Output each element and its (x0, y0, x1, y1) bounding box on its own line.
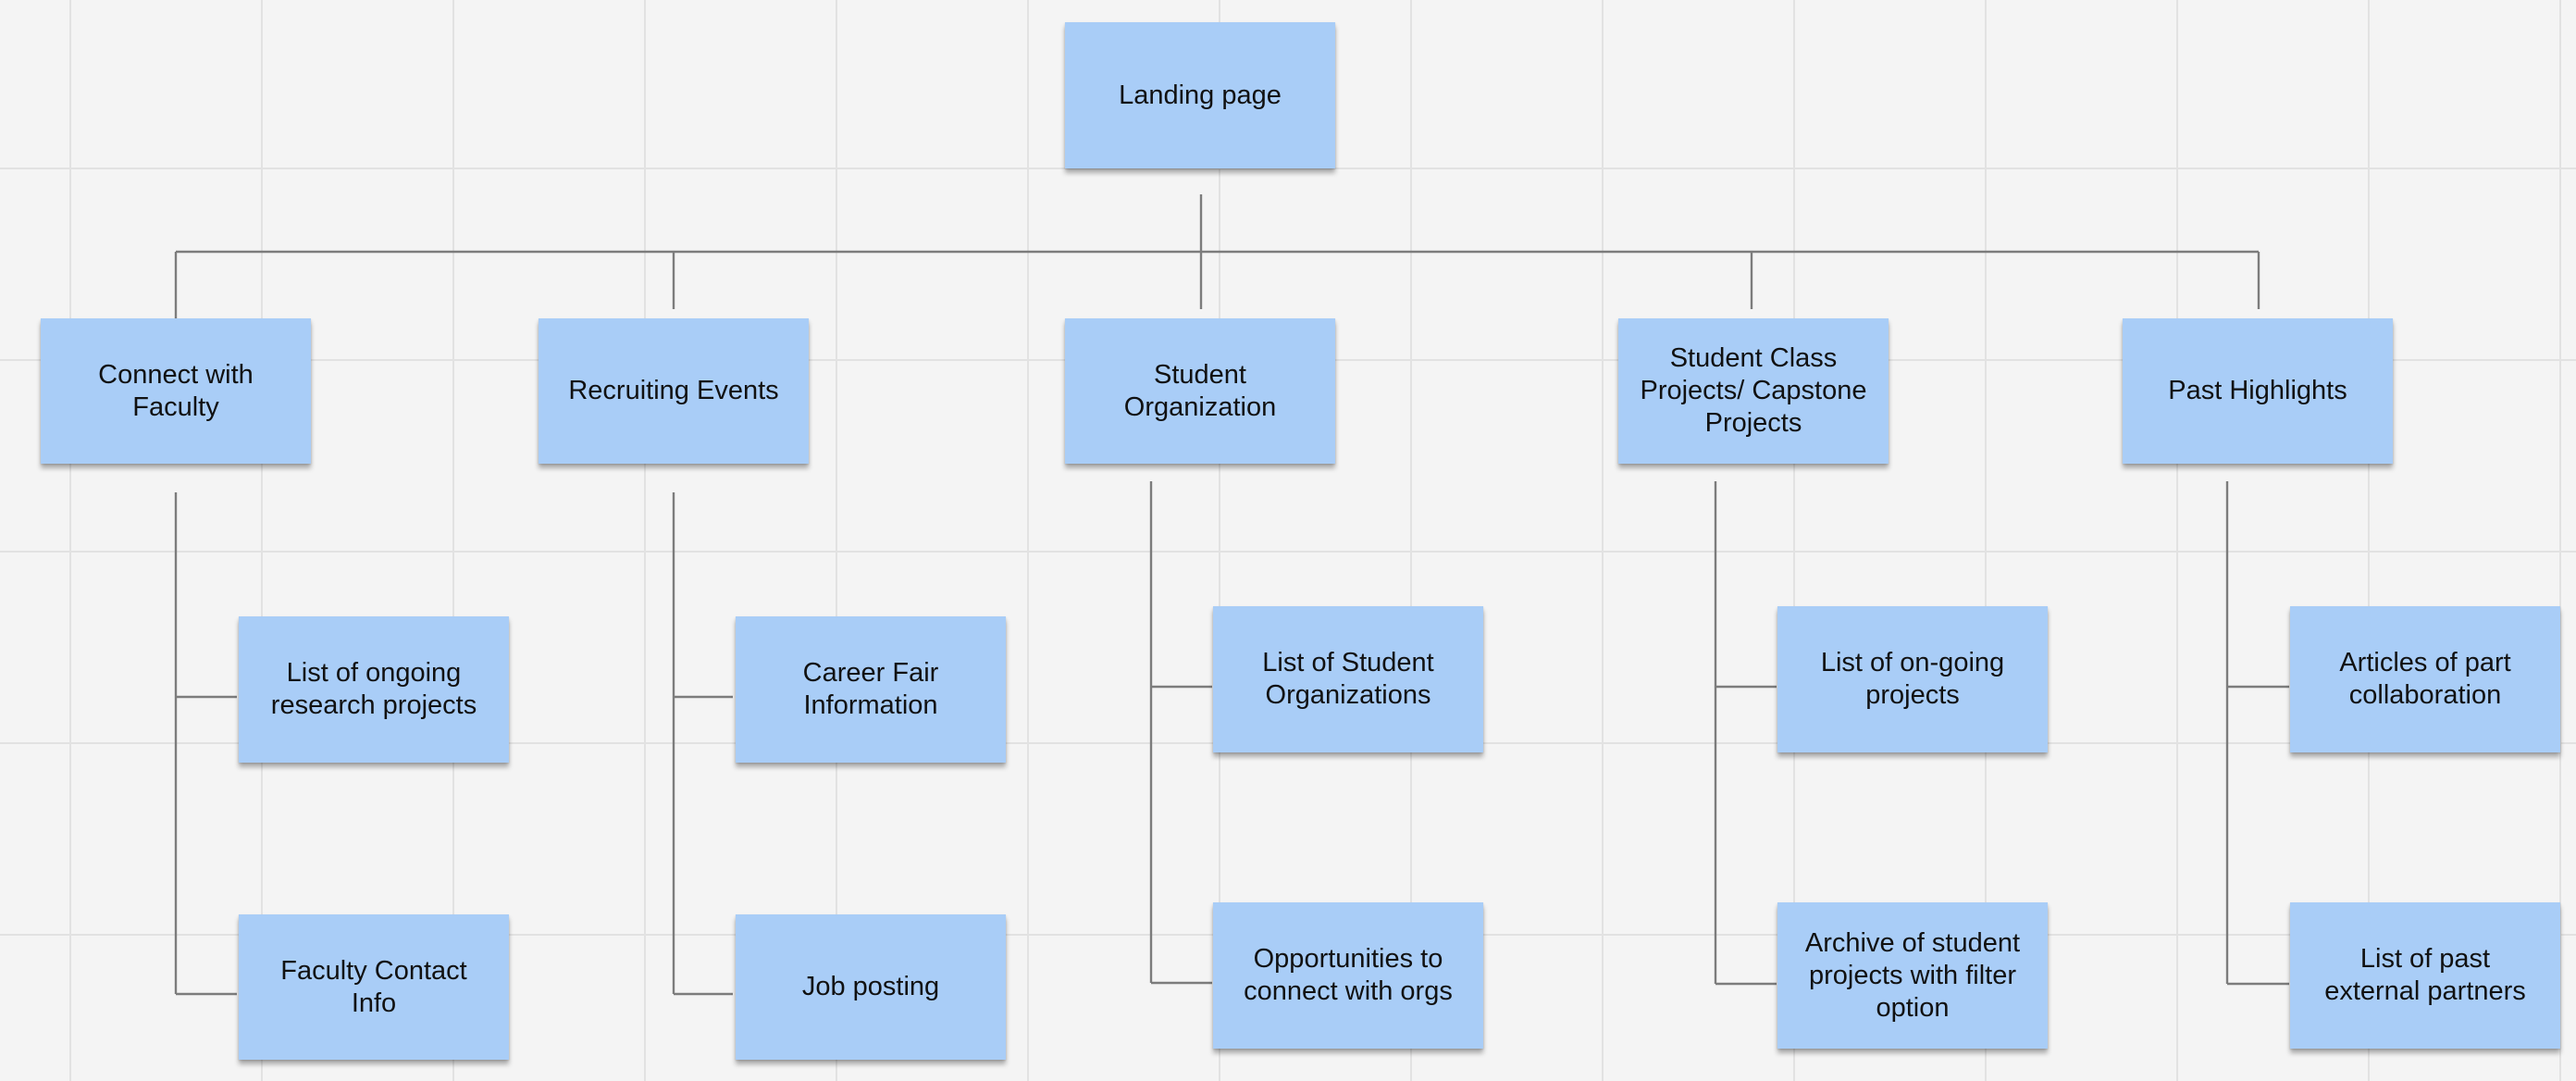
node-list-of-on-going-projects[interactable]: List of on-going projects (1777, 606, 2048, 752)
node-student-class-projects[interactable]: Student Class Projects/ Capstone Project… (1618, 318, 1889, 464)
node-recruiting-events[interactable]: Recruiting Events (539, 318, 809, 464)
node-opportunities-to-connect-with-orgs[interactable]: Opportunities to connect with orgs (1213, 902, 1483, 1049)
node-landing-page[interactable]: Landing page (1065, 22, 1335, 168)
node-faculty-contact-info[interactable]: Faculty Contact Info (239, 914, 509, 1060)
node-connect-with-faculty[interactable]: Connect with Faculty (41, 318, 311, 464)
node-past-highlights[interactable]: Past Highlights (2123, 318, 2393, 464)
node-list-of-student-organizations[interactable]: List of Student Organizations (1213, 606, 1483, 752)
node-articles-of-part-collaboration[interactable]: Articles of part collaboration (2290, 606, 2560, 752)
node-career-fair-information[interactable]: Career Fair Information (736, 616, 1006, 763)
node-list-of-ongoing-research-projects[interactable]: List of ongoing research projects (239, 616, 509, 763)
node-archive-of-student-projects[interactable]: Archive of student projects with filter … (1777, 902, 2048, 1049)
node-student-organization[interactable]: Student Organization (1065, 318, 1335, 464)
node-job-posting[interactable]: Job posting (736, 914, 1006, 1060)
node-list-of-past-external-partners[interactable]: List of past external partners (2290, 902, 2560, 1049)
